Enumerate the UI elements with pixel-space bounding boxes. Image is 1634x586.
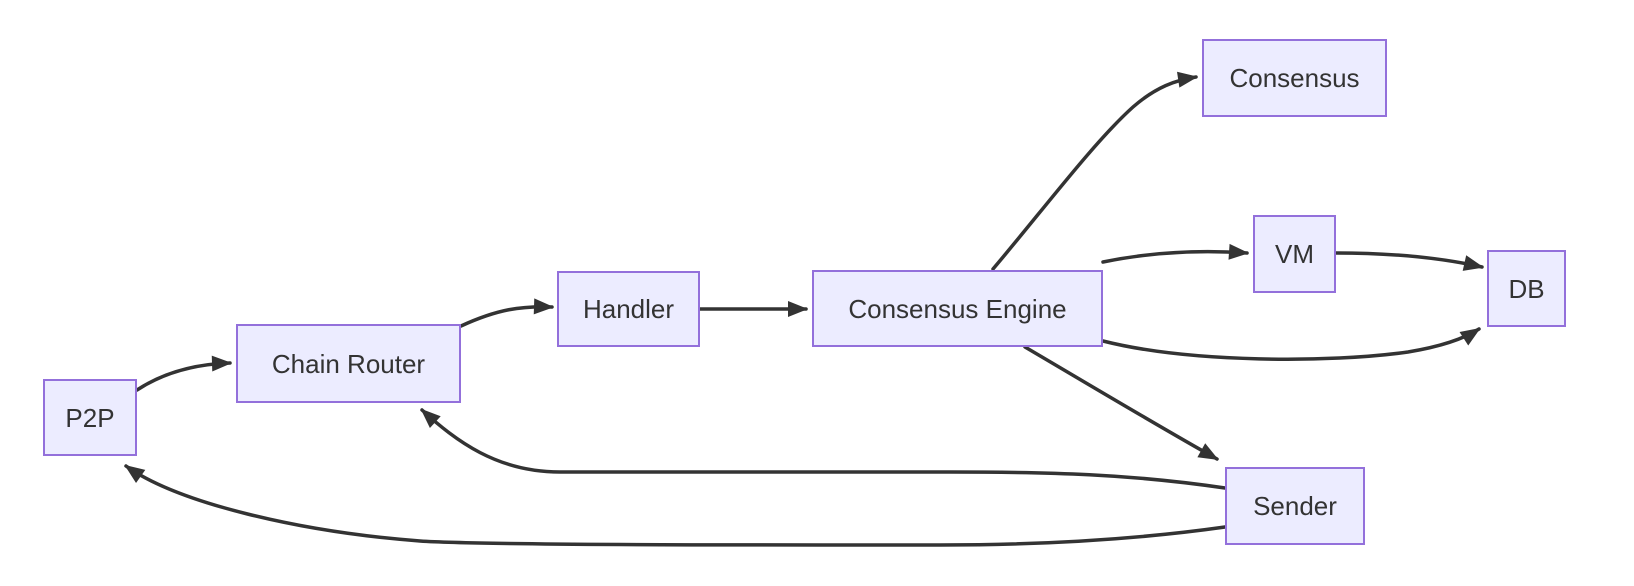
node-consensus: Consensus: [1202, 39, 1387, 117]
node-db: DB: [1487, 250, 1566, 327]
edges-group: [124, 71, 1484, 547]
node-label-consensus: Consensus: [1229, 63, 1360, 93]
node-sender: Sender: [1225, 467, 1365, 545]
edge-chain-router-to-handler: [459, 298, 554, 328]
node-label-db: DB: [1508, 273, 1545, 304]
node-consensus-engine: Consensus Engine: [812, 270, 1103, 347]
node-label-sender: Sender: [1253, 491, 1337, 521]
node-label-p2p: P2P: [65, 402, 115, 433]
node-label-vm: VM: [1275, 239, 1314, 269]
node-handler: Handler: [557, 271, 700, 347]
edge-sender-to-chain-router: [420, 408, 1227, 490]
node-label-chain-router: Chain Router: [271, 348, 426, 379]
edge-consensus-engine-to-vm: [1101, 243, 1249, 264]
edge-vm-to-db: [1334, 251, 1484, 271]
node-p2p: P2P: [43, 379, 137, 456]
node-vm: VM: [1253, 215, 1336, 293]
node-chain-router: Chain Router: [236, 324, 461, 403]
node-label-handler: Handler: [582, 294, 675, 324]
edge-p2p-to-chain-router: [135, 355, 232, 392]
node-label-consensus-engine: Consensus Engine: [848, 293, 1067, 324]
edge-consensus-engine-to-db: [1101, 327, 1481, 361]
edge-sender-to-p2p: [124, 464, 1227, 547]
edge-consensus-engine-to-consensus: [991, 71, 1198, 271]
edge-consensus-engine-to-sender: [1023, 345, 1219, 461]
